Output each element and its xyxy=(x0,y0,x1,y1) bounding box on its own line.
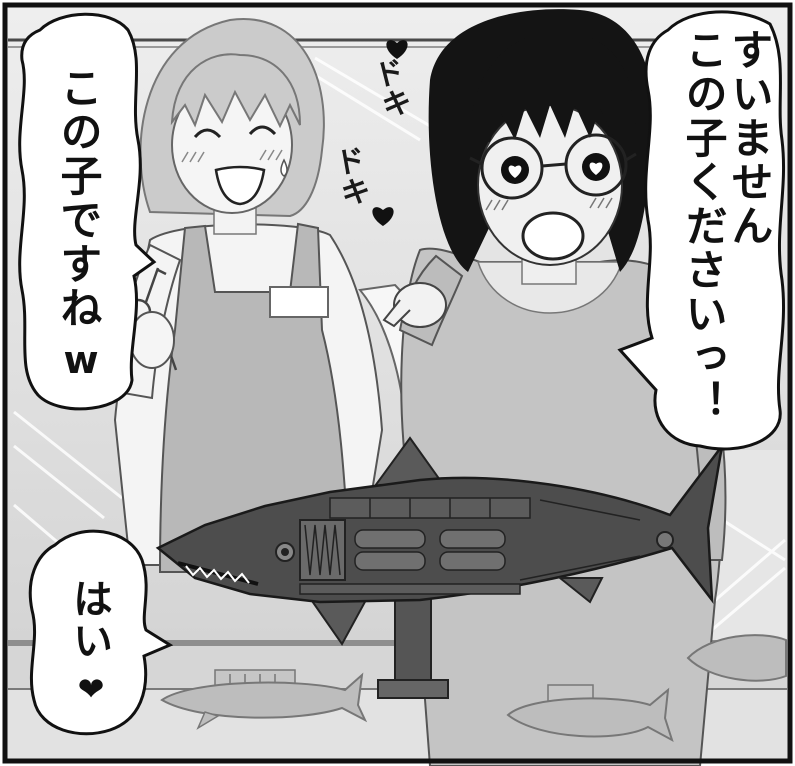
shark-small-fin xyxy=(557,577,604,604)
heart-eye-icon xyxy=(508,165,522,178)
girl-collar xyxy=(476,261,624,314)
girl-mouth xyxy=(521,211,585,261)
clerk-name-badge xyxy=(269,286,329,318)
shark-pupil xyxy=(281,548,289,556)
speech-bubble-clerk-reply xyxy=(28,529,174,736)
shark-panel-seams xyxy=(369,498,641,581)
customer-bubble-line-2: この子くださいっ！ xyxy=(679,28,728,424)
glasses-icon xyxy=(469,133,637,200)
small-fish-model-far-right xyxy=(686,634,787,682)
clerk-sweat-drop xyxy=(280,158,288,177)
submarine-windows xyxy=(229,674,276,684)
girl-pointing-hand xyxy=(393,282,447,328)
clerk-reply-bubble-line-1: はい xyxy=(66,578,112,662)
clerk-confirm-bubble-line-2: w xyxy=(59,338,103,384)
speech-bubble-clerk-confirm xyxy=(18,12,157,411)
heart-icon xyxy=(372,207,394,226)
shark-upper-panel xyxy=(329,497,531,519)
submarine-body xyxy=(160,672,368,723)
shark-robot-model xyxy=(155,436,724,699)
clerk-blush xyxy=(181,149,283,163)
shark-mouth xyxy=(177,561,259,586)
customer-bubble-line-1: すいません xyxy=(725,28,774,248)
speech-bubble-customer xyxy=(617,10,786,451)
fish-model-body xyxy=(506,687,674,743)
submarine-fin xyxy=(196,711,220,730)
shark-grille-zigzag xyxy=(304,524,341,576)
shark-teeth xyxy=(185,565,250,584)
girl-bangs xyxy=(470,31,636,142)
fish-model-body xyxy=(686,634,787,682)
clerk-reply-bubble-heart: ❤ xyxy=(72,670,110,710)
clerk-bangs xyxy=(170,53,301,129)
clerk-eyes-closed xyxy=(193,125,277,139)
model-stand-base xyxy=(377,679,449,699)
girl-pointing-finger xyxy=(382,299,411,328)
clerk-confirm-bubble-line-1: この子ですね xyxy=(54,66,103,330)
shark-lower-panel xyxy=(299,583,521,595)
shark-cylinders xyxy=(354,529,506,571)
girl-blush xyxy=(485,197,613,211)
small-submarine-model-left xyxy=(160,669,368,730)
heart-eye-icon xyxy=(589,162,603,175)
clerk-mouth xyxy=(214,165,266,206)
shop-clerk xyxy=(113,18,447,573)
model-stand xyxy=(394,597,432,683)
shark-tail-joint xyxy=(656,531,674,549)
heart-icon xyxy=(386,40,408,59)
small-fish-model-right xyxy=(506,684,674,743)
